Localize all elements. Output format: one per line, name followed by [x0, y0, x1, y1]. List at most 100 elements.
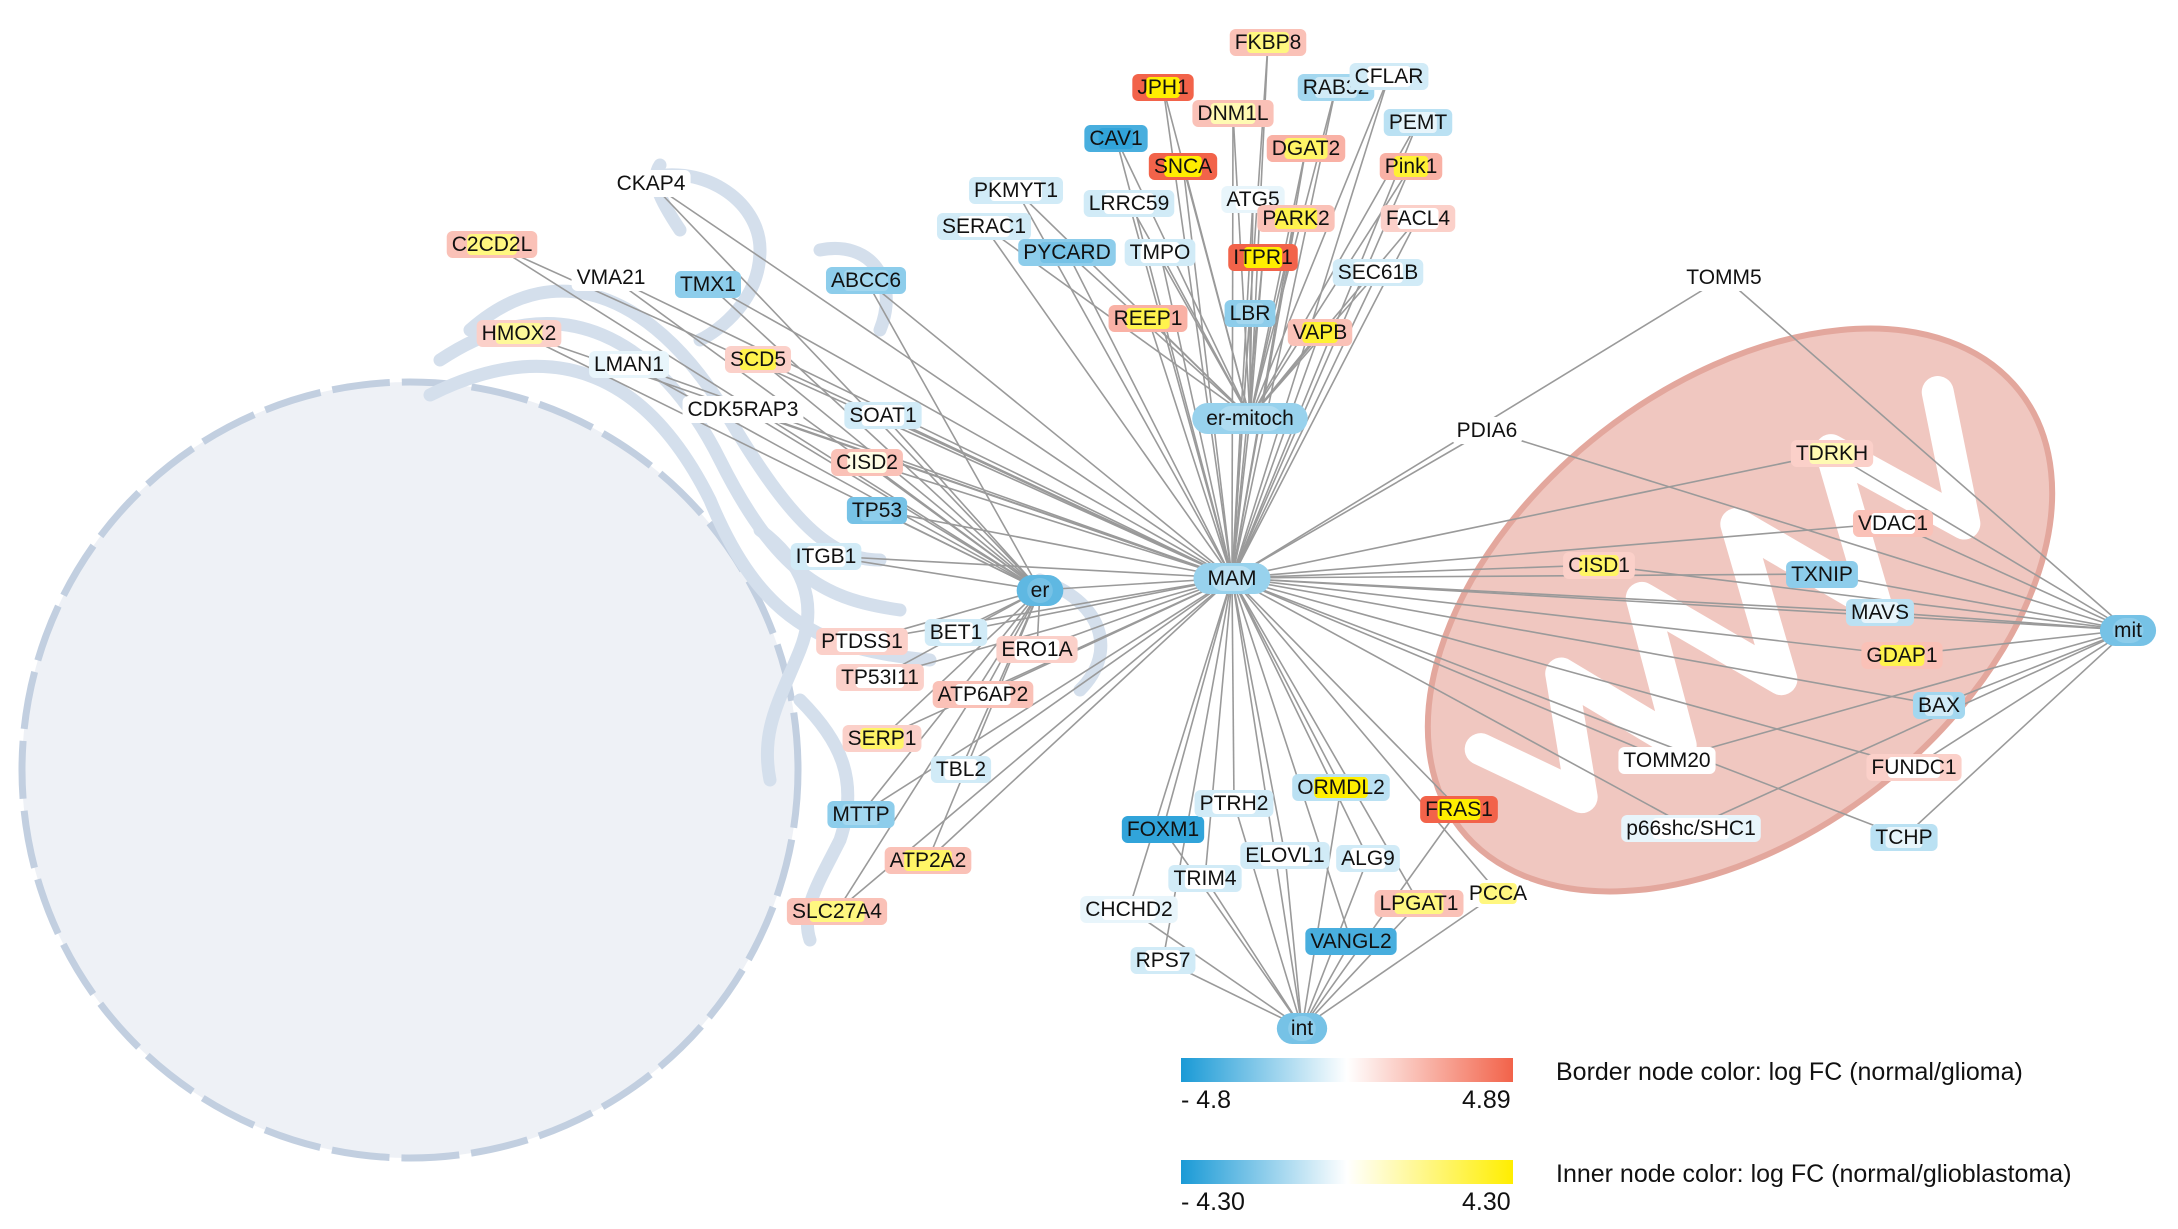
gene-node-dgat2-inner	[1284, 138, 1328, 159]
hub-node-int-inner	[1288, 1016, 1316, 1041]
edge-mam-tchp	[1231, 577, 1905, 838]
gene-node-snca: SNCA	[1148, 153, 1218, 180]
gene-node-cisd1-inner	[1579, 555, 1619, 576]
gene-node-serp1-inner	[860, 728, 904, 749]
gene-node-serac1: SERAC1	[936, 213, 1032, 240]
gene-node-ckap4-label: CKAP4	[617, 172, 686, 195]
gene-node-tdrkh-inner	[1809, 443, 1855, 464]
gene-node-atp6ap2-inner	[955, 684, 1011, 705]
gene-node-fras1: FRAS1	[1420, 796, 1498, 823]
gene-node-atp2a2: ATP2A2	[884, 847, 972, 874]
gene-node-pink1-label: Pink1	[1385, 155, 1438, 178]
gene-node-lrrc59-inner	[1104, 193, 1154, 214]
gene-node-park2-label: PARK2	[1262, 207, 1329, 230]
gene-node-tdrkh-label: TDRKH	[1796, 442, 1868, 465]
gene-node-ckap4: CKAP4	[611, 170, 691, 197]
gene-node-rps7-inner	[1145, 950, 1181, 971]
gene-node-tomm20-inner	[1640, 750, 1694, 771]
gene-node-lman1-inner	[606, 354, 652, 375]
gene-node-tomm20: TOMM20	[1618, 747, 1716, 774]
gene-node-sec61b: SEC61B	[1332, 259, 1424, 286]
edge-mam-pcca	[1231, 577, 1499, 894]
gene-node-itpr1-inner	[1243, 247, 1283, 268]
hub-node-mam: MAM	[1193, 563, 1271, 594]
gene-node-abcc6-inner	[843, 270, 889, 291]
gene-node-pemt-label: PEMT	[1389, 111, 1448, 134]
gene-node-tmpo-inner	[1140, 242, 1180, 263]
gene-node-scd5: SCD5	[724, 346, 792, 373]
gene-node-tmpo-label: TMPO	[1130, 241, 1191, 264]
edge-er-itgb1	[825, 555, 1041, 591]
gene-node-p66shc-shc1: p66shc/SHC1	[1621, 815, 1761, 842]
gene-node-ptdss1: PTDSS1	[816, 628, 908, 655]
edge-mam-tp53i11	[879, 577, 1233, 678]
gene-node-itgb1: ITGB1	[790, 543, 862, 570]
gene-node-pycard-inner	[1040, 242, 1094, 263]
edge-er-cisd2	[866, 461, 1041, 591]
gene-node-soat1-label: SOAT1	[849, 404, 916, 427]
hub-node-int-label: int	[1291, 1017, 1313, 1040]
gene-node-cdk5rap3-inner	[709, 399, 777, 420]
gene-node-lbr-label: LBR	[1230, 302, 1271, 325]
gene-node-itpr1: ITPR1	[1228, 244, 1298, 271]
gene-node-vma21: VMA21	[571, 264, 651, 291]
gene-node-pink1-inner	[1393, 156, 1429, 177]
gene-node-park2: PARK2	[1257, 205, 1335, 232]
gene-node-hmox2-inner	[495, 323, 543, 344]
edge-mam-atp2a2	[927, 577, 1233, 861]
gene-node-ptdss1-inner	[836, 631, 888, 652]
gene-node-trim4-inner	[1184, 868, 1226, 889]
gene-node-lbr: LBR	[1224, 300, 1276, 327]
gene-node-cav1-label: CAV1	[1089, 127, 1142, 150]
gene-node-mavs-label: MAVS	[1851, 601, 1909, 624]
edge-mit-cisd1	[1598, 564, 2129, 631]
gene-node-lpgat1: LPGAT1	[1374, 890, 1464, 917]
gene-node-abcc6-label: ABCC6	[831, 269, 901, 292]
gene-node-cdk5rap3-label: CDK5RAP3	[688, 398, 799, 421]
gene-node-lbr-inner	[1236, 303, 1264, 324]
gene-node-tomm5-inner	[1700, 267, 1748, 288]
edge-mam-chchd2	[1128, 577, 1233, 910]
gene-node-alg9: ALG9	[1336, 845, 1400, 872]
gene-node-bax-inner	[1924, 695, 1954, 716]
gene-node-pdia6: PDIA6	[1451, 417, 1523, 444]
gene-node-lrrc59: LRRC59	[1083, 190, 1175, 217]
gene-node-ckap4-inner	[629, 173, 673, 194]
edge-mam-vdac1	[1231, 522, 1894, 579]
edge-int-ptrh2	[1233, 802, 1303, 1029]
gene-node-tp53-label: TP53	[852, 499, 902, 522]
edge-mam-ormdl2	[1231, 577, 1342, 788]
gene-node-fundc1-inner	[1887, 757, 1941, 778]
gene-node-ptrh2-inner	[1212, 793, 1256, 814]
gene-node-fundc1: FUNDC1	[1866, 754, 1962, 781]
gene-node-jph1: JPH1	[1132, 74, 1194, 101]
gene-node-bax: BAX	[1912, 692, 1966, 719]
gene-node-gdap1-label: GDAP1	[1866, 644, 1937, 667]
gene-node-cflar: CFLAR	[1349, 63, 1429, 90]
edge-mam-bax	[1231, 577, 1940, 706]
gene-node-itgb1-inner	[806, 546, 846, 567]
gene-node-snca-label: SNCA	[1154, 155, 1212, 178]
edge-mam-snca	[1182, 165, 1233, 579]
gene-node-slc27a4-inner	[809, 901, 865, 922]
gene-node-serp1-label: SERP1	[848, 727, 917, 750]
gene-node-dgat2: DGAT2	[1266, 135, 1346, 162]
gene-node-pemt: PEMT	[1383, 109, 1453, 136]
edge-mit-tchp	[1903, 629, 2129, 838]
gene-node-foxm1: FOXM1	[1121, 816, 1205, 843]
gene-node-sec61b-inner	[1353, 262, 1403, 283]
gene-node-soat1: SOAT1	[844, 402, 922, 429]
edge-mam-vma21	[610, 276, 1233, 579]
edge-er-mitoch-dgat2	[1249, 147, 1307, 419]
edge-int-pcca	[1301, 892, 1499, 1029]
edge-mam-fundc1	[1231, 577, 1915, 768]
gene-node-serac1-inner	[958, 216, 1010, 237]
edge-er-abcc6	[865, 279, 1041, 591]
gene-node-vapb-label: VAPB	[1293, 321, 1347, 344]
hub-node-mit: mit	[2099, 615, 2157, 646]
edge-mit-tdrkh	[1831, 452, 2129, 631]
edge-er-mitoch-cav1	[1115, 137, 1251, 419]
edge-mam-tdrkh	[1231, 452, 1833, 579]
gene-node-cisd2-label: CISD2	[836, 451, 898, 474]
